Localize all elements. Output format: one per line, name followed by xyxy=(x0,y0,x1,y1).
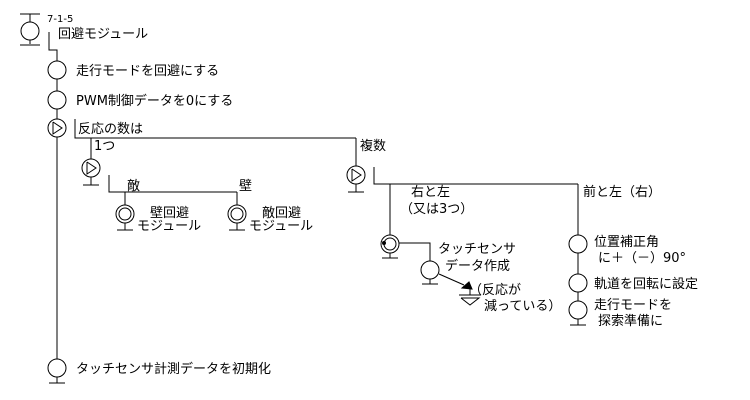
selection-condition: 反応の数は xyxy=(78,122,143,137)
branch-label: 壁 xyxy=(239,179,252,194)
module-call-text: モジュール xyxy=(249,219,313,234)
step-text: タッチセンサ計測データを初期化 xyxy=(76,361,271,377)
step-text: 軌道を回転に設定 xyxy=(594,276,698,292)
module-number: 7-1-5 xyxy=(47,14,73,25)
loop-node xyxy=(380,234,400,259)
process-node xyxy=(568,234,588,254)
process-node xyxy=(568,273,588,293)
exit-arrow-icon xyxy=(438,273,481,306)
selection-bracket xyxy=(108,175,237,193)
branch-label: （又は3つ） xyxy=(400,202,473,217)
process-node xyxy=(47,358,67,378)
step-text: データ作成 xyxy=(445,258,510,274)
branch-label: 複数 xyxy=(360,138,386,154)
module-call-text: 壁回避 xyxy=(150,206,189,221)
step-text: 探索準備に xyxy=(598,313,663,329)
branch-label: 敵 xyxy=(127,178,140,194)
selection-node xyxy=(81,158,101,186)
exit-condition: 減っている） xyxy=(484,298,561,314)
step-text: タッチセンサ xyxy=(438,242,516,257)
process-node xyxy=(47,90,67,110)
module-call-text: 敵回避 xyxy=(262,205,301,221)
step-text: 走行モードを xyxy=(594,298,672,313)
step-text: 位置補正角 xyxy=(594,235,659,250)
branch-label: 前と左（右） xyxy=(583,184,661,200)
module-call-node xyxy=(115,204,135,231)
branch-label: 1つ xyxy=(94,139,115,154)
module-call-text: モジュール xyxy=(137,219,201,234)
exit-condition: （反応が xyxy=(469,283,521,298)
step-text: に＋（－）90° xyxy=(598,251,686,266)
branch-label: 右と左 xyxy=(411,185,450,200)
selection-node xyxy=(47,118,67,138)
process-node xyxy=(420,260,440,280)
module-terminal-symbol xyxy=(20,13,40,46)
step-text: 走行モードを回避にする xyxy=(76,64,219,79)
process-node xyxy=(568,300,588,320)
selection-bracket xyxy=(74,119,356,139)
selection-bracket xyxy=(373,167,578,185)
module-call-node xyxy=(227,204,247,231)
step-text: PWM制御データを0にする xyxy=(76,93,233,109)
selection-node xyxy=(346,165,366,193)
process-node xyxy=(47,60,67,80)
main-sequence-line xyxy=(48,32,58,370)
module-title: 回避モジュール xyxy=(58,27,148,42)
